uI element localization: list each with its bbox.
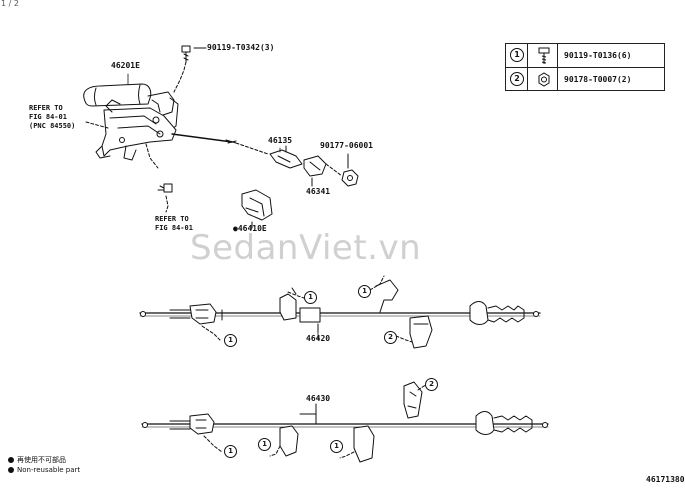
legend-part-number: 90178-T0007(2) bbox=[564, 75, 632, 84]
cable-assembly-46420 bbox=[139, 275, 541, 349]
label-nut: 90177-06001 bbox=[320, 141, 373, 150]
ref-upper-line2: FIG 84-01 bbox=[29, 113, 67, 121]
watermark: SedanViet.vn bbox=[190, 228, 422, 268]
ref-upper-line3: (PNC 84550) bbox=[29, 122, 76, 130]
lever-mount-bolt-top bbox=[173, 45, 207, 93]
callout-1-e: 1 bbox=[258, 438, 271, 451]
figure-number: 46171380 bbox=[646, 475, 685, 484]
legend-part-number: 90119-T0136(6) bbox=[564, 51, 632, 60]
note-jp: 再使用不可部品 bbox=[8, 455, 66, 465]
legend-row-1: 1 90119-T0136(6) bbox=[506, 44, 664, 67]
bullet-icon bbox=[8, 467, 14, 473]
label-cable-46420: 46420 bbox=[306, 334, 331, 343]
legend-num-cell: 2 bbox=[506, 68, 528, 91]
bullet-icon bbox=[8, 457, 14, 463]
page-number: 1 / 2 bbox=[1, 0, 19, 8]
nut-icon bbox=[530, 68, 558, 91]
ref-lower-line1: REFER TO bbox=[155, 215, 189, 223]
callout-1-a: 1 bbox=[304, 291, 317, 304]
label-bolt-top: 90119-T0342(3) bbox=[207, 43, 275, 52]
lever-mount-bolt-bottom bbox=[157, 183, 173, 213]
legend-num-cell: 1 bbox=[506, 44, 528, 67]
callout-1-c: 1 bbox=[224, 334, 237, 347]
note-en: Non-reusable part bbox=[8, 466, 80, 474]
label-equalizer: 46135 bbox=[268, 136, 293, 145]
cable-clip bbox=[303, 155, 327, 187]
fastener-legend-table: 1 90119-T0136(6) 2 90178-T0007(2) bbox=[505, 43, 665, 91]
label-clip: 46341 bbox=[306, 187, 331, 196]
equalizer bbox=[235, 142, 303, 169]
note-en-text: Non-reusable part bbox=[17, 466, 81, 474]
bolt-icon bbox=[530, 44, 558, 67]
callout-1-f: 1 bbox=[330, 440, 343, 453]
ref-lower-line2: FIG 84-01 bbox=[155, 224, 193, 232]
label-cable-46430: 46430 bbox=[306, 394, 331, 403]
note-jp-text: 再使用不可部品 bbox=[17, 456, 66, 464]
callout-1-b: 1 bbox=[358, 285, 371, 298]
legend-num: 1 bbox=[510, 48, 524, 62]
label-ref-lower: REFER TO FIG 84-01 bbox=[155, 215, 193, 233]
legend-row-2: 2 90178-T0007(2) bbox=[506, 67, 664, 91]
callout-2-a: 2 bbox=[384, 331, 397, 344]
equalizer-nut bbox=[325, 153, 359, 187]
parking-brake-lever bbox=[83, 83, 237, 169]
callout-2-b: 2 bbox=[425, 378, 438, 391]
retainer bbox=[241, 189, 273, 229]
label-lever-assy: 46201E bbox=[111, 61, 140, 70]
label-retainer: ●46410E bbox=[233, 224, 267, 233]
cable-assembly-46430 bbox=[141, 381, 549, 463]
leader-lines bbox=[127, 73, 319, 341]
ref-upper-line1: REFER TO bbox=[29, 104, 63, 112]
label-ref-upper: REFER TO FIG 84-01 (PNC 84550) bbox=[29, 104, 75, 131]
callout-1-d: 1 bbox=[224, 445, 237, 458]
legend-num: 2 bbox=[510, 72, 524, 86]
